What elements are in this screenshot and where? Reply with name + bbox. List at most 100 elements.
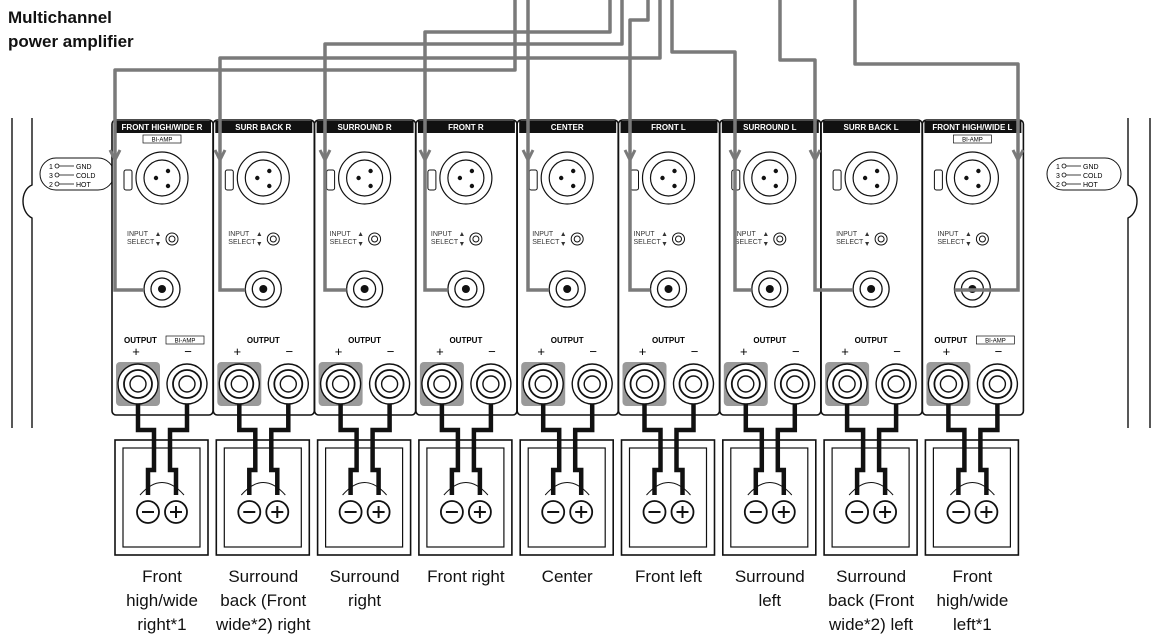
speaker	[620, 404, 716, 556]
xlr-pin	[267, 168, 272, 174]
negative-wire	[471, 404, 494, 495]
pin-name: COLD	[1083, 173, 1102, 180]
speaker-inner-box	[426, 447, 505, 548]
rca-input-pin	[259, 285, 268, 293]
output-label: OUTPUT	[551, 336, 584, 345]
speaker	[823, 404, 918, 556]
input-select-switch-inner	[675, 235, 682, 243]
channel-header-bar	[620, 121, 718, 133]
terminal-post	[279, 375, 297, 393]
terminal-post	[684, 375, 703, 393]
negative-sign: −	[488, 344, 496, 359]
terminal-post	[887, 375, 905, 393]
signal-cable-to-input	[813, 160, 854, 292]
xlr-inner-ring	[143, 159, 181, 197]
pin-name: GND	[76, 164, 92, 171]
speaker-cone	[240, 482, 286, 496]
signal-cable-to-input	[218, 160, 246, 292]
signal-cable	[628, 0, 650, 158]
xlr-pin	[964, 175, 969, 181]
xlr-pin	[267, 183, 272, 189]
speaker-inner-box	[831, 447, 910, 548]
signal-cable-to-input	[733, 160, 752, 292]
xlr-inner-ring	[244, 159, 282, 197]
terminal-post	[230, 375, 249, 393]
speaker-cone	[747, 482, 793, 496]
negative-wire	[674, 404, 696, 495]
xlr-pin	[874, 183, 880, 189]
channel-header-bar	[924, 121, 1022, 133]
terminal-post	[939, 375, 958, 393]
rca-input-pin	[765, 285, 774, 293]
terminal-post	[331, 375, 350, 393]
input-select-switch-inner	[978, 235, 986, 243]
terminal-post	[433, 375, 451, 393]
xlr-inner-ring	[548, 159, 586, 197]
output-label: OUTPUT	[753, 336, 786, 345]
xlr-pin	[165, 168, 171, 174]
speaker	[721, 404, 817, 556]
negative-sign: −	[387, 344, 395, 359]
speaker-inner-box	[932, 447, 1012, 548]
negative-sign: −	[691, 344, 699, 359]
bi-amp-tag	[142, 134, 182, 144]
positive-wire	[135, 404, 157, 495]
pin-number: 3	[1056, 173, 1060, 180]
xlr-pin	[469, 183, 475, 189]
pin-number: 3	[49, 173, 53, 180]
terminal-post	[988, 375, 1007, 393]
pin-number: 2	[1056, 182, 1060, 189]
negative-wire	[978, 404, 1000, 495]
xlr-pin	[672, 183, 677, 189]
terminal-post	[380, 375, 399, 393]
xlr-pin	[874, 168, 880, 174]
speaker	[418, 404, 513, 556]
pin-number: 2	[49, 182, 53, 189]
speaker	[519, 404, 615, 556]
speaker-inner-box	[223, 447, 302, 548]
xlr-latch	[933, 169, 943, 191]
channel-header-label: SURR BACK L	[844, 123, 899, 132]
negative-sign: −	[286, 344, 294, 359]
negative-wire	[269, 404, 291, 495]
pin-dot	[1061, 172, 1067, 178]
positive-wire	[946, 404, 967, 495]
speaker-label: Front right	[427, 567, 505, 586]
speaker-inner-box	[325, 447, 404, 548]
xlr-pin	[571, 183, 576, 189]
output-bi-amp-tag	[976, 335, 1015, 345]
pin-number: 1	[1056, 164, 1060, 171]
chassis-right-notch	[1127, 118, 1138, 428]
signal-cable	[423, 0, 612, 158]
channel-header-label: FRONT HIGH/WIDE R	[122, 123, 203, 132]
terminal-post	[583, 375, 601, 393]
select-arrows-icon	[459, 232, 464, 246]
speaker-cone	[139, 482, 185, 496]
xlr-pin	[457, 175, 463, 181]
signal-cable	[323, 0, 624, 158]
rca-input-pin	[563, 285, 572, 293]
negative-sign: −	[792, 344, 800, 359]
speaker-inner-box	[527, 447, 606, 548]
channel-header-label: FRONT L	[651, 123, 686, 132]
xlr-pin	[761, 175, 766, 181]
input-select-switch-inner	[776, 235, 784, 243]
chassis-left-notch	[22, 118, 33, 428]
xlr-pin	[672, 168, 677, 174]
terminal-post	[482, 375, 500, 393]
speaker-label: Surround right	[329, 567, 400, 610]
negative-wire	[167, 404, 190, 495]
negative-sign: −	[184, 344, 192, 359]
terminal-post	[635, 375, 654, 393]
output-bi-amp-tag	[165, 335, 205, 345]
rca-input-pin	[867, 285, 876, 293]
